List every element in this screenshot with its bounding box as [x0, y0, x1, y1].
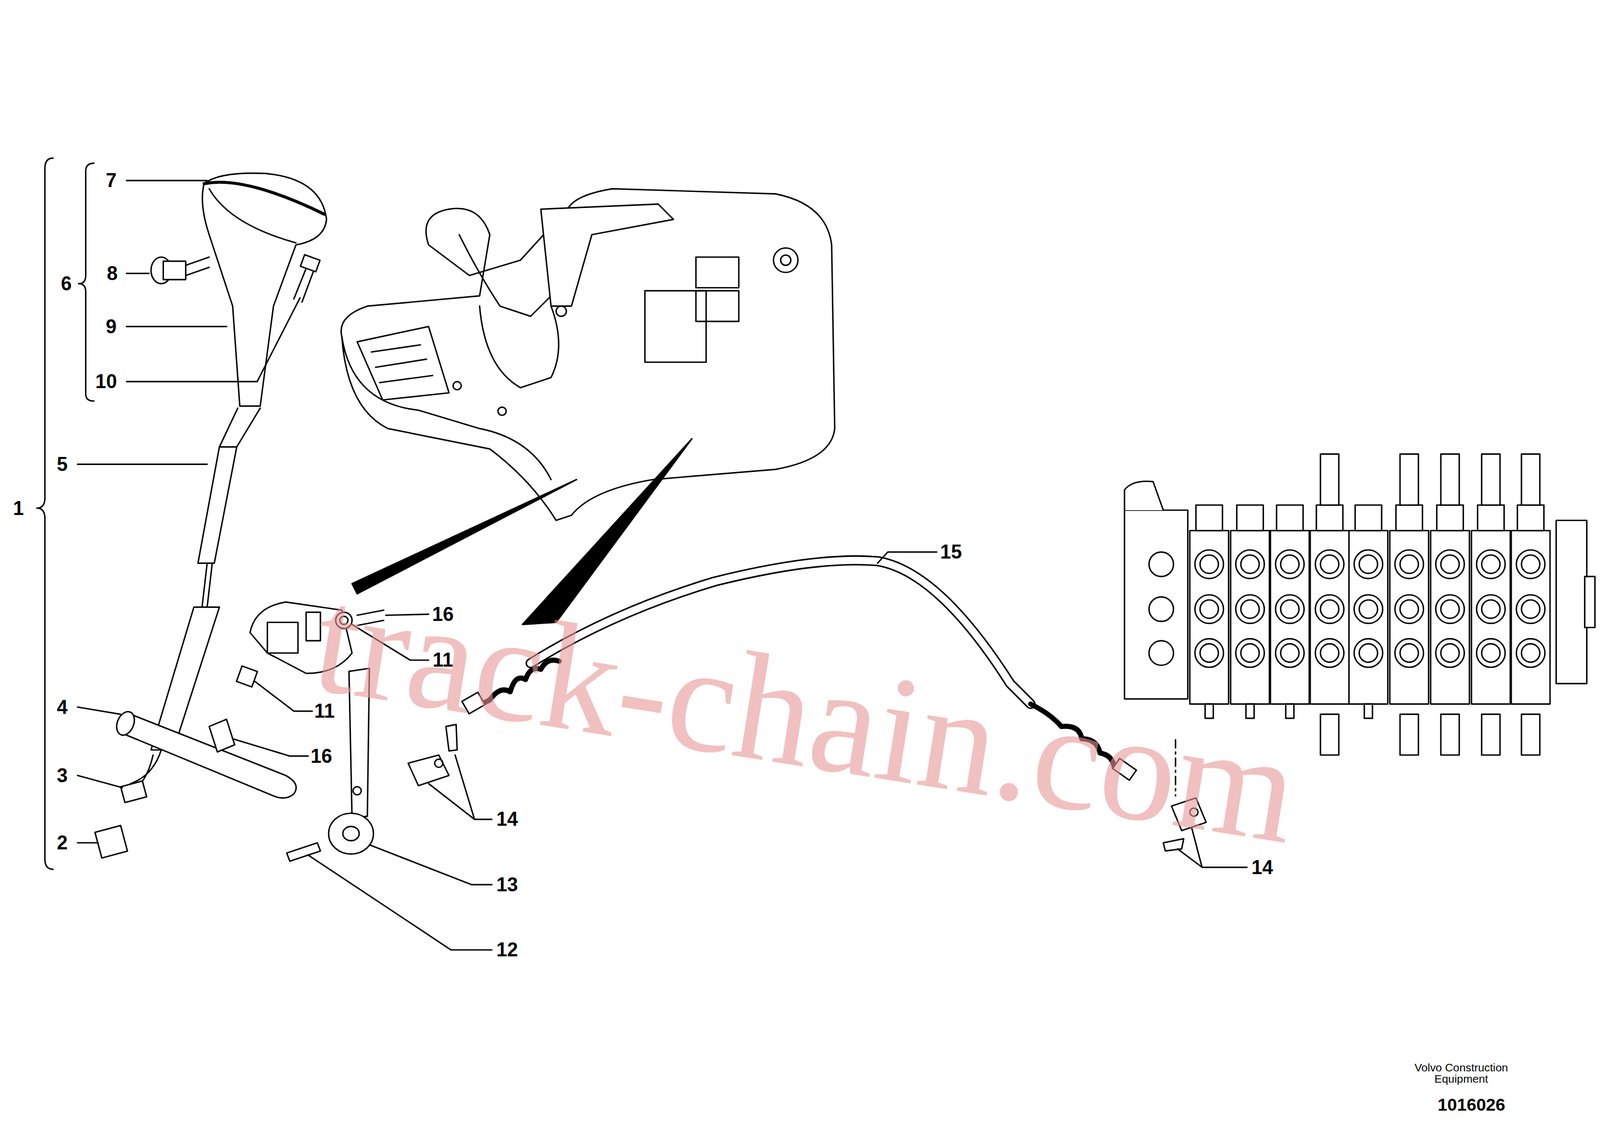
lever-arm-hole — [353, 786, 362, 795]
callout-number: 13 — [496, 875, 518, 895]
set-screw — [209, 719, 235, 753]
console-button — [695, 290, 739, 322]
console-button — [695, 256, 739, 288]
lever-arm-hub — [328, 813, 374, 855]
switch — [163, 261, 187, 280]
nut — [236, 666, 258, 688]
connector — [95, 825, 128, 859]
callout-number: 2 — [56, 833, 68, 853]
screw-head — [300, 254, 320, 273]
mount-bracket — [267, 622, 298, 654]
console-panel — [356, 326, 449, 400]
callout-number: 14 — [496, 809, 518, 830]
valve-section — [1189, 505, 1229, 719]
callout-number: 12 — [496, 940, 518, 960]
lever-arm-hub — [343, 826, 360, 841]
valve-section — [1389, 454, 1429, 756]
control-console — [340, 188, 835, 521]
valve-section — [1348, 505, 1388, 719]
valve-section — [1270, 505, 1310, 719]
callout-number: 7 — [105, 170, 117, 191]
console-edge — [341, 336, 552, 480]
knob-top — [204, 182, 325, 215]
lever-rod — [202, 563, 213, 608]
callout-number: 4 — [56, 697, 68, 717]
console-key — [773, 247, 799, 273]
console-hole — [555, 305, 567, 317]
valve-section — [1471, 454, 1511, 756]
clevis — [408, 755, 449, 787]
lever-knob — [202, 173, 327, 406]
valve-section — [1511, 454, 1550, 756]
console-panel — [371, 345, 433, 383]
valve-section — [1430, 454, 1470, 756]
clevis — [434, 759, 444, 768]
group-bracket — [36, 158, 53, 870]
console-hole — [453, 381, 462, 390]
console-key — [780, 255, 791, 266]
callout-number: 1 — [12, 498, 24, 518]
callout-number: 10 — [95, 372, 117, 392]
callout-number: 8 — [106, 263, 118, 284]
group-bracket — [78, 163, 94, 402]
callout-number: 9 — [105, 316, 117, 337]
connector — [120, 781, 147, 803]
callout-number: 16 — [310, 746, 333, 766]
publisher-note: Volvo Construction Equipment — [1400, 1062, 1523, 1085]
leader-lines — [77, 180, 1247, 950]
console-joystick — [459, 234, 559, 389]
console-keypad — [645, 290, 707, 363]
console-hole — [497, 406, 506, 416]
pin — [286, 843, 321, 862]
valve-section — [1230, 505, 1270, 719]
valve-section — [1310, 454, 1349, 756]
lever-tube — [120, 714, 297, 799]
wire — [130, 750, 162, 788]
callout-number: 5 — [56, 454, 68, 475]
knob-stem — [219, 408, 261, 447]
callout-number: 3 — [56, 765, 68, 785]
figure-number: 1016026 — [1437, 1096, 1506, 1114]
callout-number: 15 — [940, 542, 962, 562]
switch-tabs — [185, 256, 210, 276]
callout-number: 6 — [60, 274, 72, 294]
